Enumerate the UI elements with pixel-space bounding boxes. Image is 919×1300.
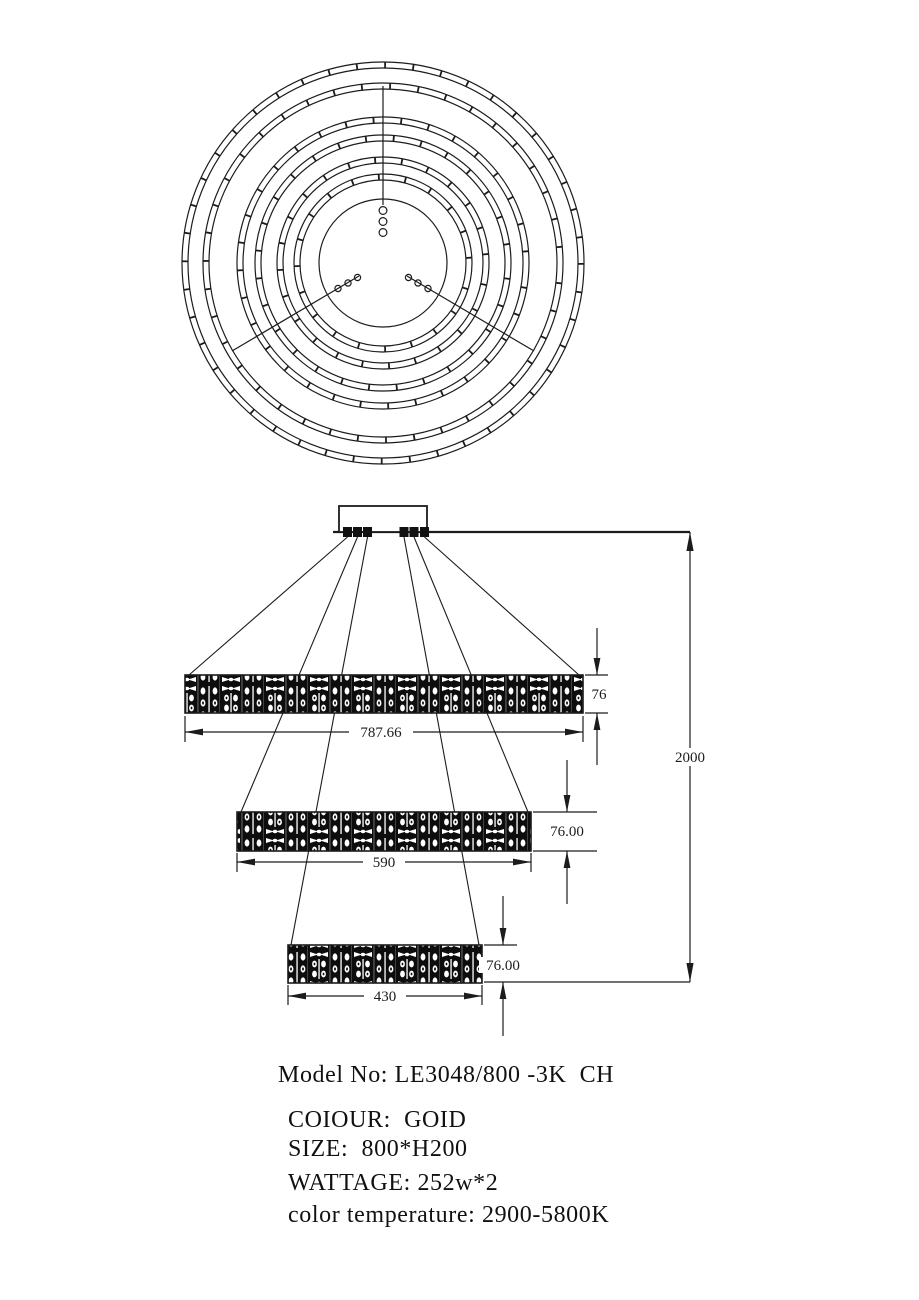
- dimension-tier3-height: 76.00: [479, 896, 690, 1036]
- dimension-tier1-height: 76: [585, 628, 608, 765]
- tier2-width-label: 590: [373, 855, 396, 871]
- tier2-height-label: 76.00: [550, 824, 584, 840]
- dimension-overall-drop: 2000: [667, 532, 713, 982]
- tier3-crystal-bar: [287, 944, 483, 984]
- top-view: [181, 61, 585, 465]
- dimension-tier2-width: 590: [236, 853, 532, 872]
- tier3-height-label: 76.00: [486, 958, 520, 974]
- suspension-cables: [188, 536, 580, 946]
- top-view-wire-top: [378, 86, 388, 238]
- tier1-crystal-bar: [184, 674, 584, 714]
- elevation-view: 787.66 76 590: [184, 505, 713, 1036]
- cable-connectors: [343, 527, 429, 537]
- top-view-wire-left: [231, 273, 362, 352]
- tier2-crystal-bar: [236, 811, 532, 852]
- overall-drop-label: 2000: [675, 750, 705, 766]
- top-view-wire-right: [404, 273, 535, 352]
- tier1-width-label: 787.66: [360, 725, 402, 741]
- dimension-tier3-width: 430: [287, 985, 483, 1005]
- tier1-height-label: 76: [592, 687, 608, 703]
- dimension-tier2-height: 76.00: [533, 760, 597, 904]
- tier3-width-label: 430: [374, 989, 397, 1005]
- dimension-tier1-width: 787.66: [184, 716, 584, 742]
